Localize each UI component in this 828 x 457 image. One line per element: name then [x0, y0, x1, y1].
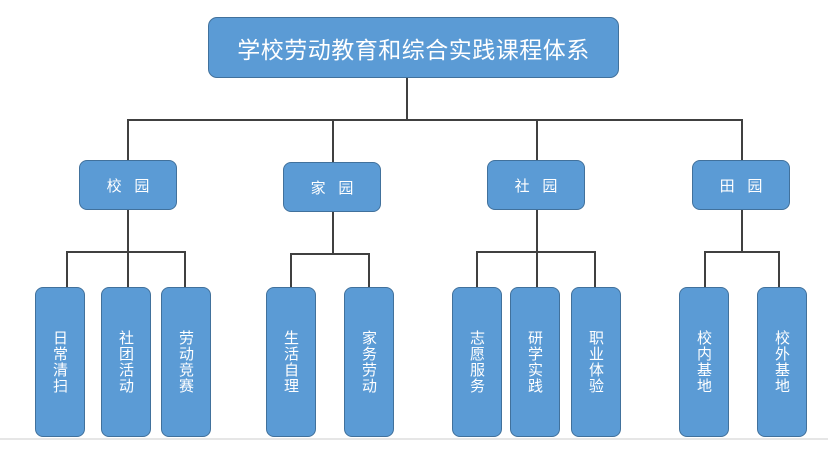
connector-leaf-3-1 [476, 251, 478, 287]
connector-to-category-2 [332, 119, 334, 162]
leaf-node-label: 社团活动 [117, 330, 135, 394]
connector-leaf-1-3 [184, 251, 186, 287]
connector-root-bus [127, 119, 743, 121]
leaf-node-study-practice: 研学实践 [510, 287, 560, 437]
connector-category-4-down [741, 210, 743, 252]
connector-leaf-1-2 [127, 251, 129, 287]
leaf-node-on-campus-base: 校内基地 [679, 287, 729, 437]
connector-leaf-3-3 [594, 251, 596, 287]
connector-category-3-down [536, 210, 538, 252]
leaf-node-label: 生活自理 [282, 330, 300, 394]
leaf-node-label: 校内基地 [695, 330, 713, 394]
connector-category-1-down [127, 210, 129, 252]
category-node-school: 校 园 [79, 160, 177, 210]
leaf-node-club-activities: 社团活动 [101, 287, 151, 437]
leaf-node-label: 职业体验 [587, 330, 605, 394]
category-node-label: 家 园 [310, 178, 358, 197]
connector-to-category-1 [127, 119, 129, 160]
category-node-field: 田 园 [692, 160, 790, 210]
leaf-node-label: 劳动竞赛 [177, 330, 195, 394]
connector-to-category-4 [741, 119, 743, 160]
connector-category-1-bus [66, 251, 186, 253]
bottom-divider [0, 438, 828, 440]
leaf-node-daily-cleaning: 日常清扫 [35, 287, 85, 437]
connector-category-4-bus [704, 251, 780, 253]
connector-leaf-3-2 [536, 251, 538, 287]
category-node-community: 社 园 [487, 160, 585, 210]
connector-category-2-bus [290, 253, 370, 255]
category-node-label: 校 园 [106, 176, 154, 195]
leaf-node-label: 家务劳动 [360, 330, 378, 394]
connector-leaf-4-2 [778, 251, 780, 287]
category-node-label: 社 园 [514, 176, 562, 195]
leaf-node-off-campus-base: 校外基地 [757, 287, 807, 437]
connector-leaf-2-2 [368, 253, 370, 287]
connector-leaf-2-1 [290, 253, 292, 287]
root-node: 学校劳动教育和综合实践课程体系 [208, 17, 619, 78]
leaf-node-labor-competition: 劳动竞赛 [161, 287, 211, 437]
connector-leaf-4-1 [704, 251, 706, 287]
leaf-node-self-care: 生活自理 [266, 287, 316, 437]
root-node-label: 学校劳动教育和综合实践课程体系 [237, 37, 590, 64]
leaf-node-label: 研学实践 [526, 330, 544, 394]
leaf-node-housework: 家务劳动 [344, 287, 394, 437]
category-node-label: 田 园 [719, 176, 767, 195]
leaf-node-label: 校外基地 [773, 330, 791, 394]
leaf-node-volunteer-service: 志愿服务 [452, 287, 502, 437]
connector-leaf-1-1 [66, 251, 68, 287]
leaf-node-career-experience: 职业体验 [571, 287, 621, 437]
category-node-home: 家 园 [283, 162, 381, 212]
connector-root-down [406, 78, 408, 120]
leaf-node-label: 志愿服务 [468, 330, 486, 394]
leaf-node-label: 日常清扫 [51, 330, 69, 394]
connector-category-2-down [332, 212, 334, 254]
connector-to-category-3 [536, 119, 538, 160]
